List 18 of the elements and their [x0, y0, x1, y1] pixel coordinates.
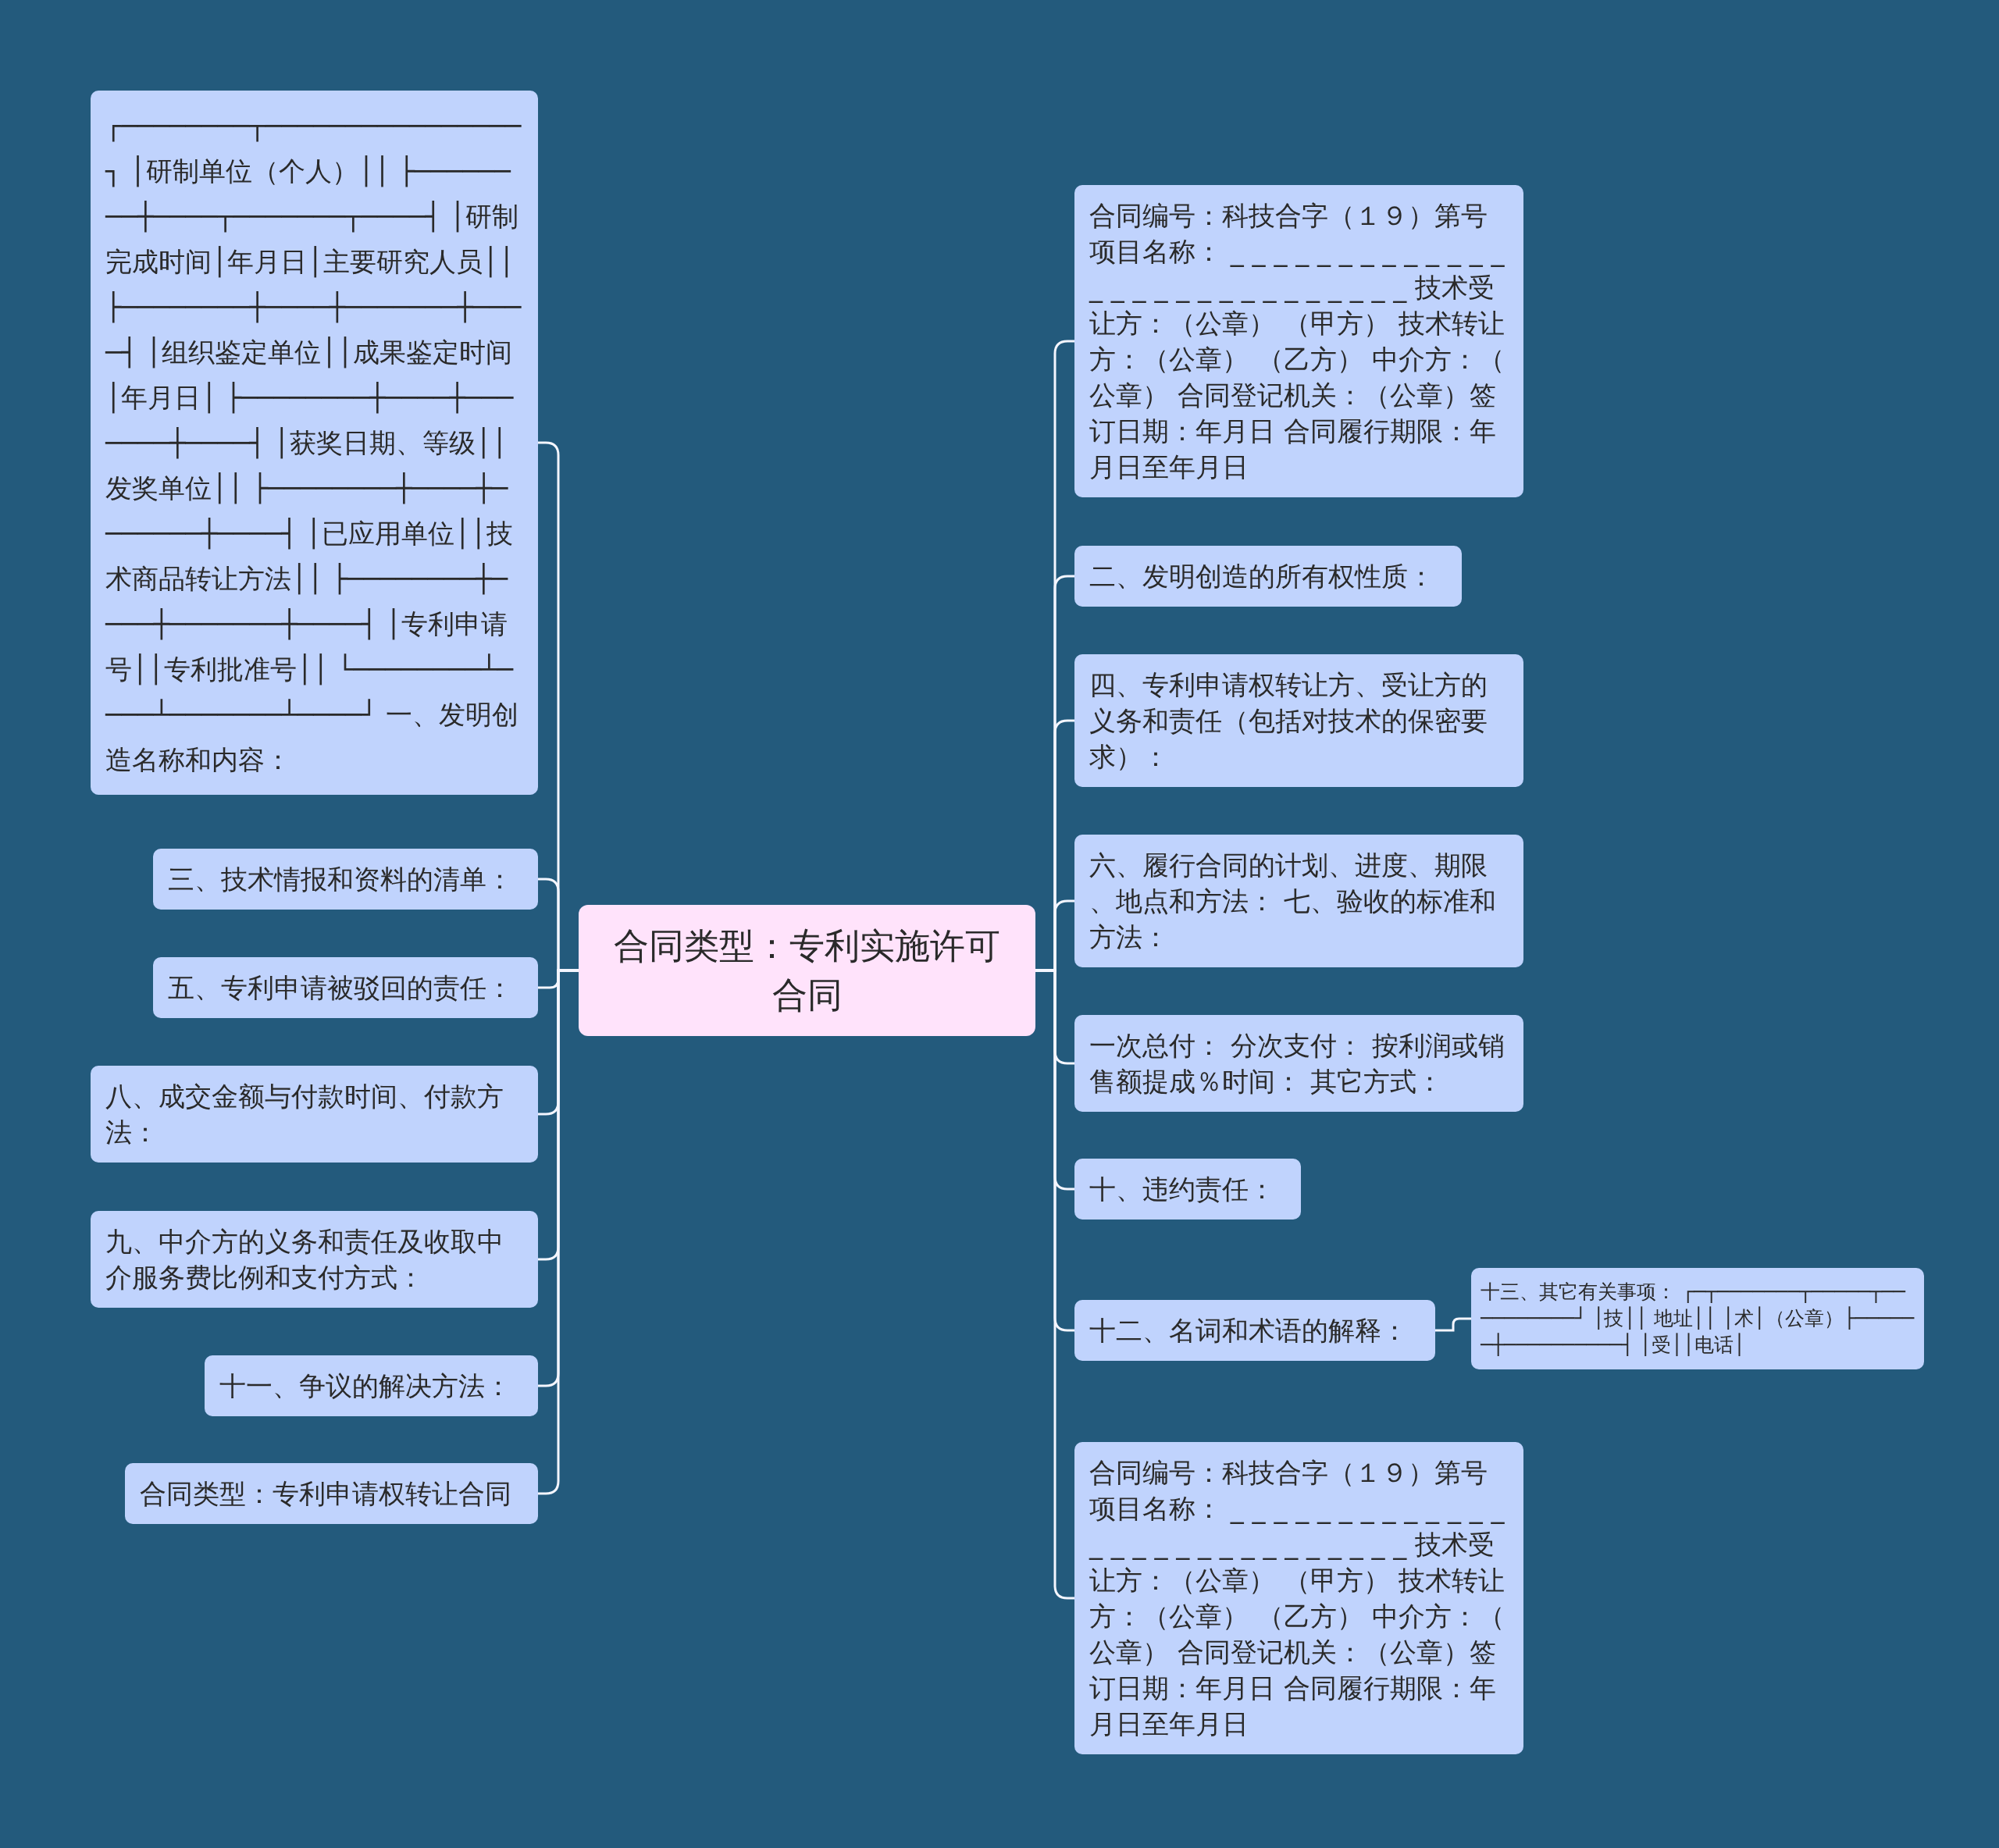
- topic-box: 合同类型：专利申请权转让合同: [125, 1463, 538, 1524]
- connector-line: [1435, 1317, 1471, 1332]
- topic-box: 九、中介方的义务和责任及收取中介服务费比例和支付方式：: [91, 1211, 538, 1308]
- topic-box: 三、技术情报和资料的清单：: [153, 849, 538, 910]
- subtopic-box: 十三、其它有关事项： ┌─┬───────┬─────┬──────────┘ │技││ 地址││ │术│（公章）├──────┼──────────┤ │受││电话│: [1471, 1268, 1924, 1369]
- topic-box: 十一、争议的解决方法：: [205, 1355, 538, 1416]
- topic-box: 八、成交金额与付款时间、付款方法：: [91, 1066, 538, 1163]
- topic-box: 六、履行合同的计划、进度、期限、地点和方法： 七、验收的标准和方法：: [1074, 835, 1523, 967]
- topic-box: 二、发明创造的所有权性质：: [1074, 546, 1462, 607]
- topic-box: 四、专利申请权转让方、受让方的义务和责任（包括对技术的保密要求）：: [1074, 654, 1523, 787]
- topic-box: 合同编号：科技合字（１９）第号项目名称： _ _ _ _ _ _ _ _ _ _ _ _ _ _ _ _ _ _ _ _ _ _ _ _ _ _ _ _ 技术受让方：（公章） （甲方） 技术转让方：（公章） （乙方） 中介方：（公章） 合同登记机关：（公章）签订日期：年月日 合同履行期限：年月日至年月日: [1074, 185, 1523, 497]
- topic-box: 十、违约责任：: [1074, 1159, 1301, 1220]
- central-topic-box: 合同类型：专利实施许可合同: [579, 905, 1035, 1036]
- topic-box: ┌────────┬────────────────┐ │研制单位（个人）││ ├────────┼────┬───────┬────┤ │研制完成时间│年月日│主要研究人员││ ├────────┼────┼───────┼────┤ │组织鉴定单位││成果鉴定时间│年月日│ ├────────┼────┼───────┼────┤ │获奖日期、等级││发奖单位││ ├────────┼────┼───────┼────┤ │已应用单位││技术商品转让方法││ ├────────┼────┼───────┼────┤ │专利申请号││专利批准号││ └────────┴────┴───────┴────┘ 一、发明创造名称和内容：: [91, 91, 538, 795]
- topic-box: 合同编号：科技合字（１９）第号项目名称： _ _ _ _ _ _ _ _ _ _ _ _ _ _ _ _ _ _ _ _ _ _ _ _ _ _ _ _ 技术受让方：（公章） （甲方） 技术转让方：（公章） （乙方） 中介方：（公章） 合同登记机关：（公章）签订日期：年月日 合同履行期限：年月日至年月日: [1074, 1442, 1523, 1754]
- topic-box: 一次总付： 分次支付： 按利润或销售额提成％时间： 其它方式：: [1074, 1015, 1523, 1112]
- topic-box: 五、专利申请被驳回的责任：: [153, 957, 538, 1018]
- topic-box: 十二、名词和术语的解释：: [1074, 1300, 1435, 1361]
